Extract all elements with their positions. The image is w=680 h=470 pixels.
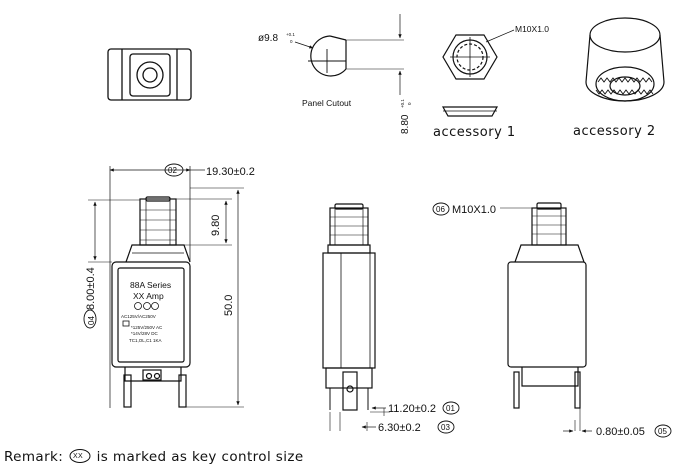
remark-suffix: is marked as key control size xyxy=(96,449,304,465)
front-view: 02 19.30±0.2 04 8.00±0.4 9.80 50.0 88A S… xyxy=(83,163,255,408)
accessory-2-cap: accessory 2 xyxy=(573,17,665,139)
body-amp-text: XX Amp xyxy=(133,291,164,301)
panel-cutout-label: Panel Cutout xyxy=(302,98,352,108)
key-02: 02 xyxy=(168,166,177,175)
key-size-mark-text: XX xyxy=(72,453,84,460)
cutout-diameter: ø9.8 xyxy=(258,33,278,44)
key-01: 01 xyxy=(446,404,455,413)
rear-term-thick-dim: 0.80±0.05 xyxy=(596,426,645,438)
front-width-dim: 19.30±0.2 xyxy=(206,166,255,178)
key-06: 06 xyxy=(436,205,445,214)
key-04: 04 xyxy=(87,316,96,325)
side-term-gap-dim: 6.30±0.2 xyxy=(378,422,421,434)
cutout-diameter-tol-plus: +0.1 xyxy=(286,32,295,37)
top-view xyxy=(107,48,192,101)
rear-thread-label: M10X1.0 xyxy=(452,204,496,216)
body-rating-1: AC125V/AC250V xyxy=(121,314,156,319)
cutout-diameter-tol-minus: 0 xyxy=(290,39,293,44)
body-rating-4: TC1,OL,C1 1KA xyxy=(129,338,162,343)
front-height-dim: 50.0 xyxy=(223,295,235,316)
accessory-1-nut: M10X1.0 accessory 1 xyxy=(433,24,549,140)
side-term-width-dim: 11.20±0.2 xyxy=(388,403,436,415)
accessory-1-label: accessory 1 xyxy=(433,125,516,140)
key-03: 03 xyxy=(441,423,450,432)
cutout-flat-tol-minus: 0 xyxy=(407,102,412,105)
cert-marks-icon xyxy=(134,302,159,310)
cutout-flat-dim: 8.80 xyxy=(400,114,411,134)
body-series-text: 88A Series xyxy=(130,280,171,290)
body-rating-3: *14V/28V DC xyxy=(131,331,159,336)
key-size-mark-icon: XX xyxy=(68,448,92,464)
nut-thread-label: M10X1.0 xyxy=(515,24,549,34)
remark-prefix: Remark: xyxy=(4,449,64,465)
remark-line: Remark: XX is marked as key control size xyxy=(4,448,304,465)
front-thread-len-dim: 9.80 xyxy=(210,215,222,236)
key-05: 05 xyxy=(658,427,667,436)
ul-mark-icon xyxy=(122,320,130,327)
body-rating-2: *125V/250V AC xyxy=(131,325,163,330)
panel-cutout-view: ø9.8 +0.1 0 8.80 +0.1 0 Panel Cutout xyxy=(258,14,412,134)
accessory-2-label: accessory 2 xyxy=(573,124,656,139)
cutout-flat-tol-plus: +0.1 xyxy=(400,99,405,108)
rear-view: 06 M10X1.0 0.80±0.05 05 xyxy=(432,202,672,438)
side-view: 11.20±0.2 01 6.30±0.2 03 xyxy=(322,203,460,434)
front-thread-pos-dim: 8.00±0.4 xyxy=(85,267,97,310)
